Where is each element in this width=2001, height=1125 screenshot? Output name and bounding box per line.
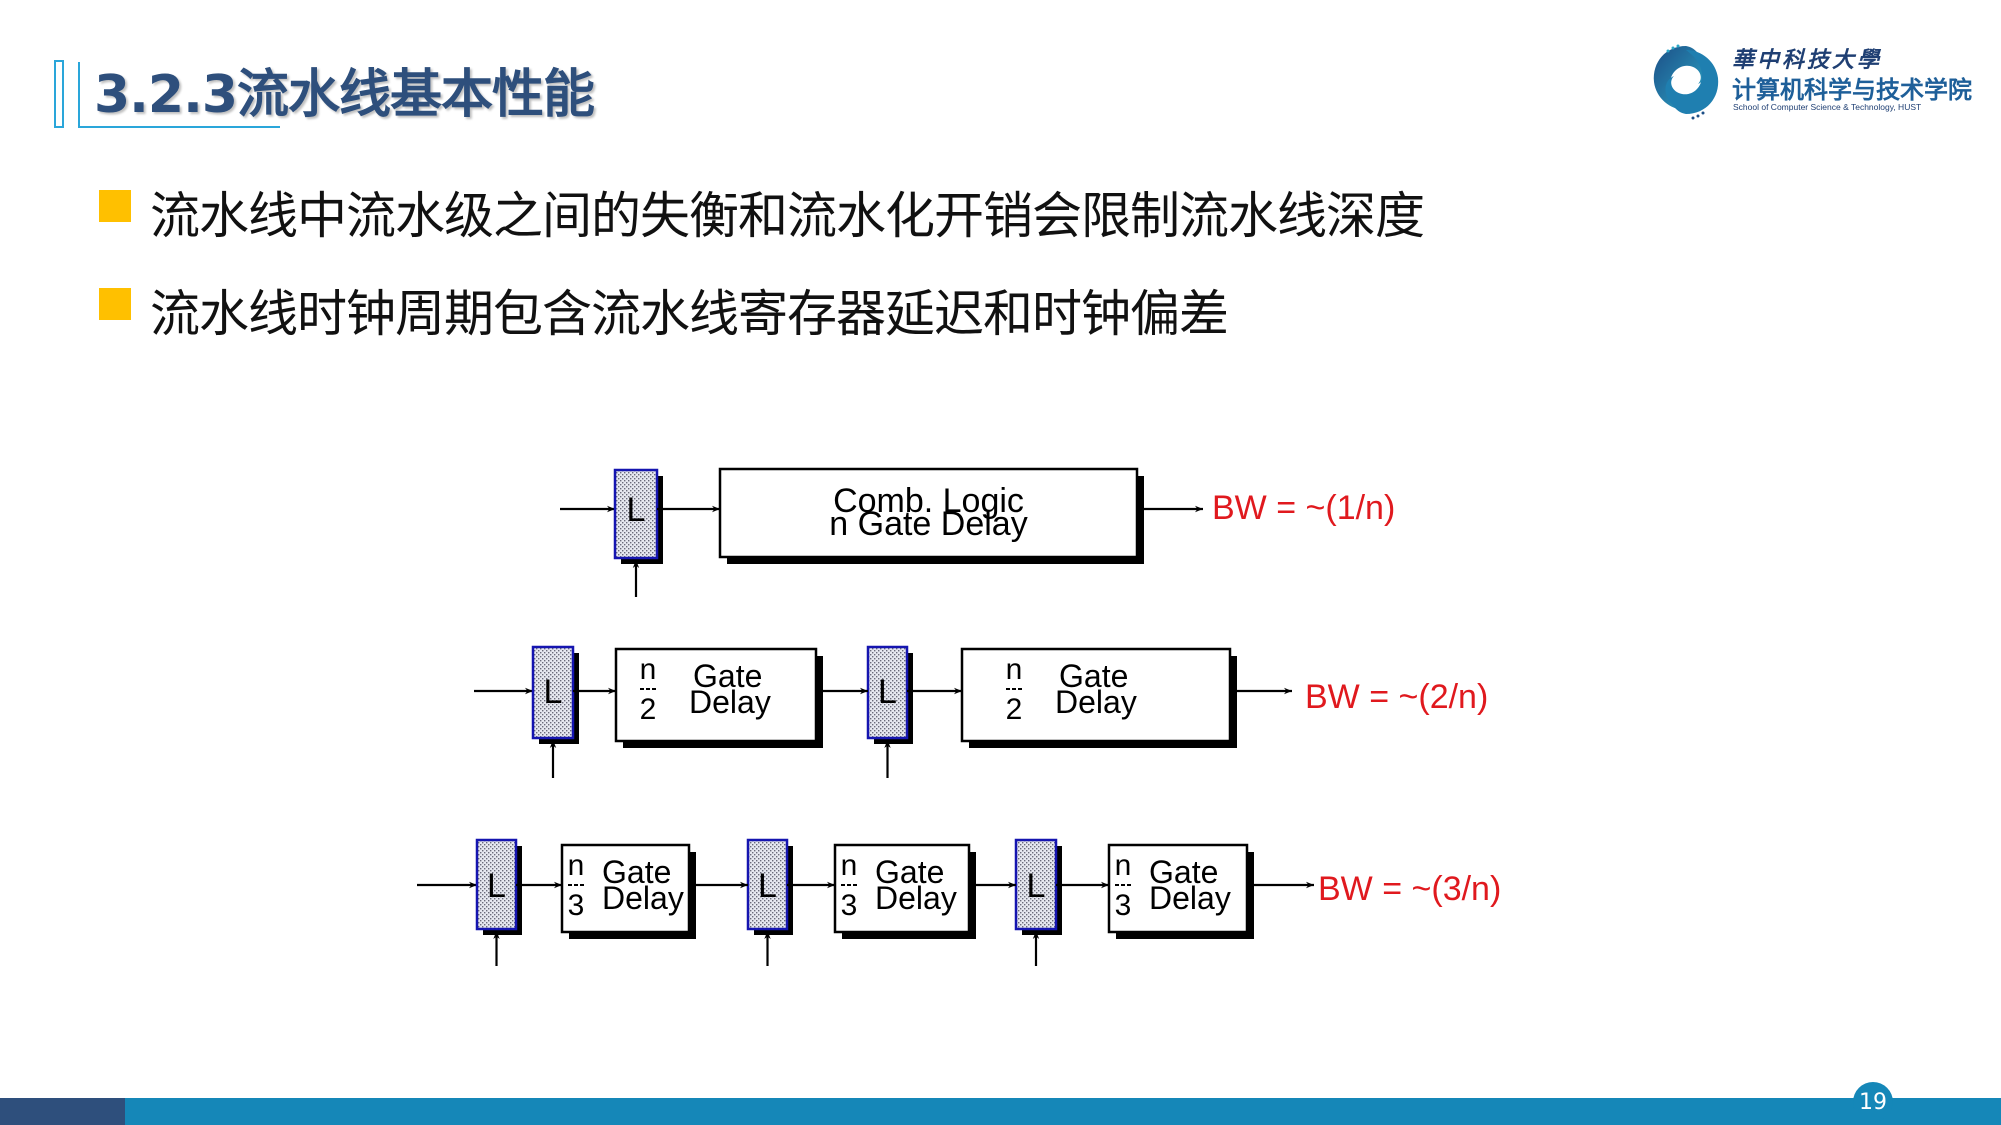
logic-label-line2: Delay [875, 880, 957, 916]
footer-bar-accent [0, 1098, 125, 1125]
latch-label: L [878, 673, 897, 711]
logic-label-line1: Gate [875, 854, 944, 890]
bullet-marker [99, 190, 131, 222]
logic-label-line1: Gate [693, 658, 762, 694]
hust-swirl-icon [1653, 44, 1719, 120]
page-number: 19 [1853, 1082, 1893, 1122]
logic-block [833, 843, 971, 934]
logic-label-line2: Delay [602, 880, 684, 916]
fraction-denominator: 3 [568, 889, 585, 922]
logic-label-line1: Gate [1059, 658, 1128, 694]
logic-block [1107, 843, 1249, 934]
fraction-numerator: n [1006, 653, 1023, 686]
latch-label: L [627, 491, 646, 529]
logic-label-line2: Delay [1149, 880, 1231, 916]
logo-school-name-en: School of Computer Science & Technology,… [1733, 102, 1922, 112]
fraction-numerator: n [1115, 849, 1132, 882]
logic-label-line2: Delay [1055, 684, 1137, 720]
fraction-denominator: 3 [841, 889, 858, 922]
logic-label-line1: Gate [1149, 854, 1218, 890]
fraction-numerator: n [841, 849, 858, 882]
fraction-denominator: 3 [1115, 889, 1132, 922]
bullet-text: 流水线中流水级之间的失衡和流水化开销会限制流水线深度 [150, 187, 1425, 245]
logic-label-line1: Comb. Logic [833, 482, 1024, 520]
logic-label-line2: Delay [689, 684, 771, 720]
slide-title: 3.2.3流水线基本性能 [94, 65, 595, 125]
logic-label-line2: n Gate Delay [829, 505, 1027, 543]
bullet-marker [99, 288, 131, 320]
fraction-numerator: n [568, 849, 585, 882]
latch-label: L [487, 867, 506, 905]
title-underline [78, 62, 280, 128]
logic-block [960, 647, 1232, 743]
latch-register [1014, 838, 1058, 931]
logic-block [614, 647, 818, 743]
logic-label-line1: Gate [602, 854, 671, 890]
bullet-text: 流水线时钟周期包含流水线寄存器延迟和时钟偏差 [150, 285, 1229, 343]
fraction-denominator: 2 [1006, 693, 1023, 726]
hust-logo: 華中科技大學 计算机科学与技术学院 School of Computer Sci… [1644, 40, 1974, 122]
latch-register [531, 645, 575, 740]
latch-label: L [544, 673, 563, 711]
latch-label: L [758, 867, 777, 905]
logo-school-name: 计算机科学与技术学院 [1732, 76, 1972, 104]
logic-block [718, 467, 1139, 559]
latch-register [613, 468, 659, 560]
logic-block [560, 843, 691, 934]
footer-bar [125, 1098, 2001, 1125]
latch-register [746, 838, 789, 931]
fraction-numerator: n [640, 653, 657, 686]
bandwidth-label: BW = ~(2/n) [1305, 678, 1488, 716]
title-accent-bar [54, 60, 64, 128]
latch-label: L [1027, 867, 1046, 905]
fraction-denominator: 2 [640, 693, 657, 726]
latch-register [866, 645, 909, 740]
bandwidth-label: BW = ~(3/n) [1318, 870, 1501, 908]
bandwidth-label: BW = ~(1/n) [1212, 489, 1395, 527]
logo-university-name: 華中科技大學 [1732, 47, 1883, 73]
